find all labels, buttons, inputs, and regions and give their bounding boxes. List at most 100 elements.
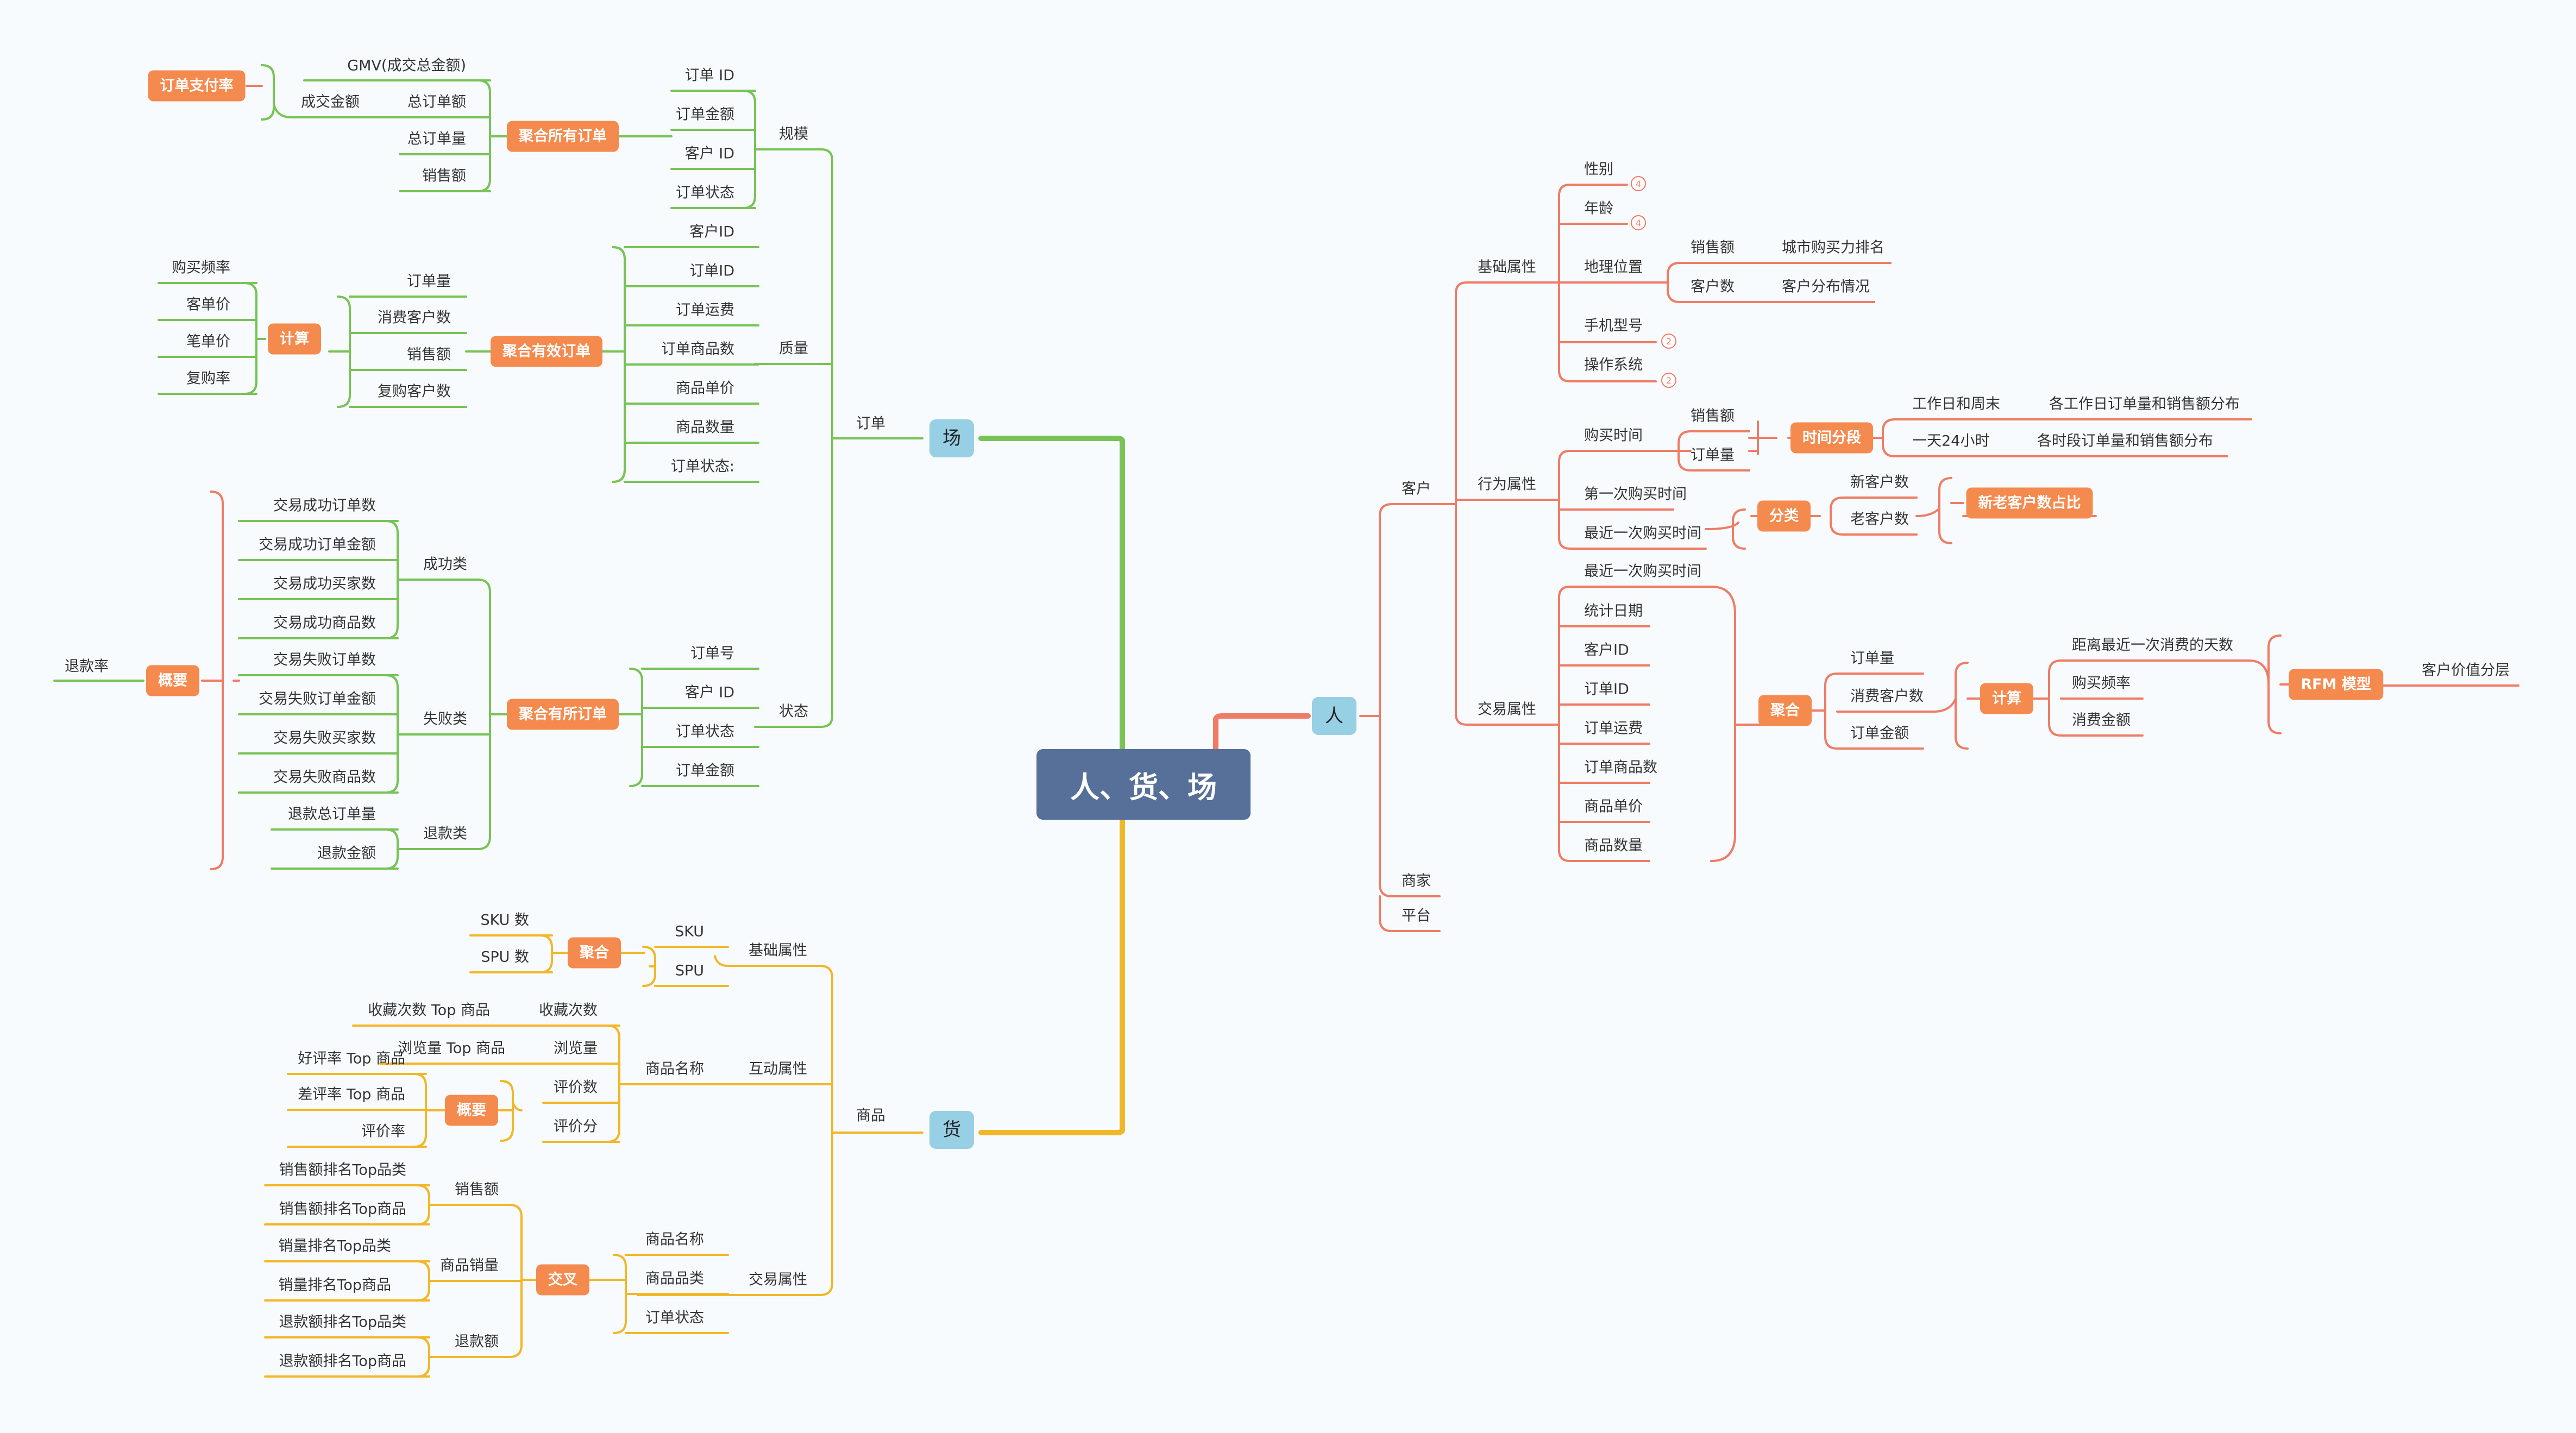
fail-label[interactable]: 失败类	[423, 711, 467, 728]
new-customers-label[interactable]: 新客户数	[1850, 474, 1909, 491]
hour-dist-label[interactable]: 各时段订单量和销售额分布	[2037, 432, 2213, 450]
quality-item[interactable]: 商品单价	[676, 380, 734, 397]
workday-dist-label[interactable]: 各工作日订单量和销售额分布	[2049, 395, 2240, 413]
calc-item[interactable]: 消费金额	[2072, 712, 2131, 729]
product-name-label[interactable]: 商品名称	[645, 1060, 704, 1078]
trade-item[interactable]: 最近一次购买时间	[1584, 563, 1701, 580]
status-item[interactable]: 订单金额	[676, 762, 734, 780]
goods-agg-item[interactable]: SKU 数	[480, 912, 529, 929]
view-top-label[interactable]: 浏览量 Top 商品	[398, 1040, 505, 1057]
interact-item[interactable]: 评价数	[554, 1079, 598, 1096]
trade-item[interactable]: 订单ID	[1584, 681, 1629, 698]
status-item[interactable]: 订单状态	[676, 723, 734, 740]
interact-item[interactable]: 评价分	[554, 1118, 598, 1135]
interact-item[interactable]: 收藏次数	[539, 1002, 598, 1019]
trade-item[interactable]: 客户ID	[1584, 642, 1629, 659]
quality-calc-item[interactable]: 购买频率	[172, 259, 230, 276]
status-item[interactable]: 订单号	[690, 645, 734, 662]
scale-item[interactable]: 订单状态	[676, 184, 734, 202]
cross-volume-item[interactable]: 销量排名Top品类	[278, 1237, 391, 1255]
day24-label[interactable]: 一天24小时	[1912, 432, 1990, 450]
goods-aggregate-node[interactable]: 聚合	[568, 937, 621, 969]
rfm-model-node[interactable]: RFM 模型	[2289, 669, 2383, 700]
success-item[interactable]: 交易成功订单金额	[259, 536, 376, 554]
workday-label[interactable]: 工作日和周末	[1912, 395, 2000, 413]
product-label[interactable]: 商品	[856, 1107, 885, 1124]
calc-item[interactable]: 距离最近一次消费的天数	[2072, 637, 2233, 654]
fail-item[interactable]: 交易失败订单数	[273, 651, 376, 669]
cross-volume-label[interactable]: 商品销量	[440, 1257, 499, 1274]
quality-item[interactable]: 客户ID	[689, 223, 734, 241]
goods-trade-item[interactable]: 订单状态	[645, 1309, 704, 1327]
cross-refund-item[interactable]: 退款额排名Top商品	[279, 1353, 406, 1370]
aggregate-all-orders-node[interactable]: 聚合所有订单	[507, 121, 619, 152]
quality-label[interactable]: 质量	[779, 340, 808, 357]
fav-top-label[interactable]: 收藏次数 Top 商品	[368, 1002, 490, 1019]
status-item[interactable]: 客户 ID	[684, 684, 734, 701]
fail-item[interactable]: 交易失败商品数	[273, 769, 376, 786]
scale-metric[interactable]: GMV(成交总金额)	[347, 57, 466, 74]
cross-node[interactable]: 交叉	[536, 1264, 589, 1296]
goods-trade-label[interactable]: 交易属性	[749, 1271, 807, 1289]
quality-metric[interactable]: 订单量	[407, 273, 451, 290]
goods-agg-item[interactable]: SPU 数	[481, 948, 529, 966]
time-segment-node[interactable]: 时间分段	[1790, 422, 1873, 454]
interact-overview-node[interactable]: 概要	[445, 1095, 498, 1126]
quality-item[interactable]: 订单商品数	[661, 341, 734, 358]
goods-node[interactable]: 货	[929, 1111, 974, 1149]
os-label[interactable]: 操作系统	[1584, 356, 1643, 374]
root-node[interactable]: 人、货、场	[1036, 749, 1251, 820]
aggregate-node[interactable]: 聚合	[1758, 695, 1812, 726]
success-item[interactable]: 交易成功订单数	[273, 497, 376, 514]
first-buy-label[interactable]: 第一次购买时间	[1584, 486, 1687, 503]
platform-label[interactable]: 平台	[1402, 907, 1431, 925]
basic-attr-label[interactable]: 基础属性	[1478, 259, 1536, 276]
trade-item[interactable]: 商品单价	[1584, 798, 1643, 815]
city-rank-label[interactable]: 城市购买力排名	[1782, 239, 1884, 256]
customer-dist-label[interactable]: 客户分布情况	[1782, 278, 1870, 296]
agg-item[interactable]: 订单量	[1850, 650, 1894, 667]
merchant-label[interactable]: 商家	[1402, 872, 1431, 890]
age-label[interactable]: 年龄	[1584, 200, 1613, 217]
good-rate-top-label[interactable]: 好评率 Top 商品	[298, 1050, 405, 1067]
calc-item[interactable]: 购买频率	[2072, 675, 2131, 692]
order-label[interactable]: 订单	[856, 415, 885, 432]
cross-refund-item[interactable]: 退款额排名Top品类	[279, 1313, 406, 1331]
quality-calc-node[interactable]: 计算	[268, 323, 321, 355]
geo-label[interactable]: 地理位置	[1584, 259, 1643, 276]
goods-basic-item[interactable]: SPU	[675, 962, 704, 979]
buy-time-label[interactable]: 购买时间	[1584, 427, 1643, 444]
quality-calc-item[interactable]: 笔单价	[186, 333, 230, 350]
quality-metric[interactable]: 复购客户数	[378, 383, 451, 400]
quality-item[interactable]: 订单ID	[689, 262, 734, 280]
people-node[interactable]: 人	[1312, 697, 1356, 735]
refund-item[interactable]: 退款金额	[317, 845, 376, 862]
fail-item[interactable]: 交易失败订单金额	[259, 690, 376, 708]
quality-calc-item[interactable]: 复购率	[186, 370, 230, 387]
goods-basic-item[interactable]: SKU	[675, 923, 704, 940]
success-item[interactable]: 交易成功买家数	[273, 575, 376, 593]
new-old-ratio-node[interactable]: 新老客户数占比	[1966, 487, 2093, 519]
scale-metric[interactable]: 总订单量	[407, 130, 466, 148]
cross-volume-item[interactable]: 销量排名Top商品	[278, 1277, 391, 1294]
geo-sales-label[interactable]: 销售额	[1691, 239, 1735, 256]
scale-item[interactable]: 订单金额	[676, 106, 734, 123]
bad-rate-top-label[interactable]: 差评率 Top 商品	[298, 1086, 405, 1103]
fail-item[interactable]: 交易失败买家数	[273, 730, 376, 747]
refund-label[interactable]: 退款类	[423, 825, 467, 843]
quality-metric[interactable]: 销售额	[407, 346, 451, 363]
place-node[interactable]: 场	[929, 419, 974, 457]
goods-basic-label[interactable]: 基础属性	[749, 942, 807, 959]
phone-label[interactable]: 手机型号	[1584, 317, 1643, 335]
aggregate-orders-node[interactable]: 聚合有所订单	[507, 699, 619, 730]
agg-item[interactable]: 消费客户数	[1850, 688, 1924, 705]
quality-item[interactable]: 商品数量	[676, 419, 734, 436]
goods-trade-item[interactable]: 商品品类	[645, 1270, 704, 1287]
quality-item[interactable]: 订单状态:	[670, 458, 734, 475]
refund-item[interactable]: 退款总订单量	[288, 806, 376, 823]
cross-sales-label[interactable]: 销售额	[455, 1181, 499, 1198]
rate-label[interactable]: 评价率	[361, 1123, 405, 1140]
classify-node[interactable]: 分类	[1757, 500, 1811, 532]
customer-segment-label[interactable]: 客户价值分层	[2422, 662, 2510, 679]
scale-metric[interactable]: 总订单额	[407, 93, 466, 111]
